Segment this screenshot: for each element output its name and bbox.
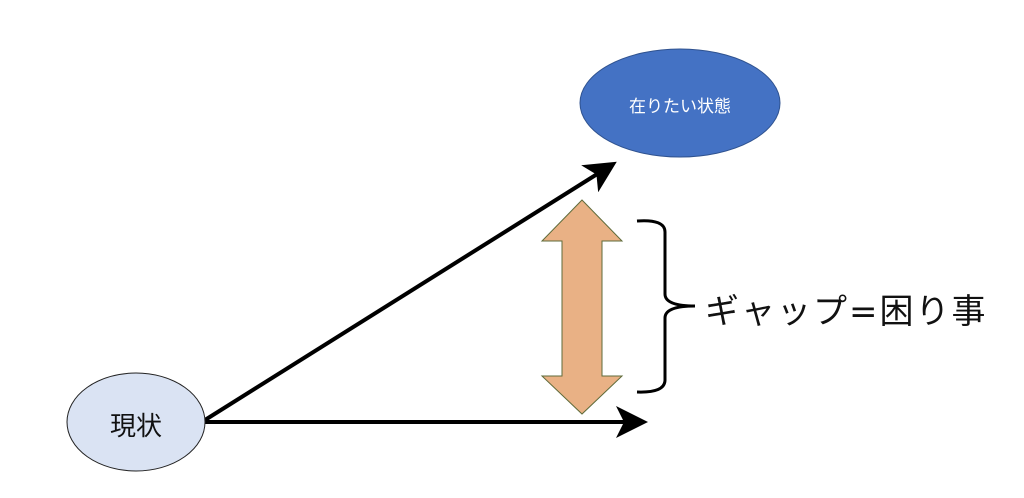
gap-double-arrow	[540, 199, 624, 415]
current-state-label: 現状	[109, 412, 162, 442]
arrow-to-target	[203, 161, 617, 422]
current-state-ellipse	[66, 372, 206, 472]
gap-label: ギャップ=困り事	[705, 292, 988, 332]
target-state-ellipse	[579, 48, 781, 158]
target-state-label: 在りたい状態	[629, 97, 731, 117]
gap-brace	[636, 219, 696, 394]
